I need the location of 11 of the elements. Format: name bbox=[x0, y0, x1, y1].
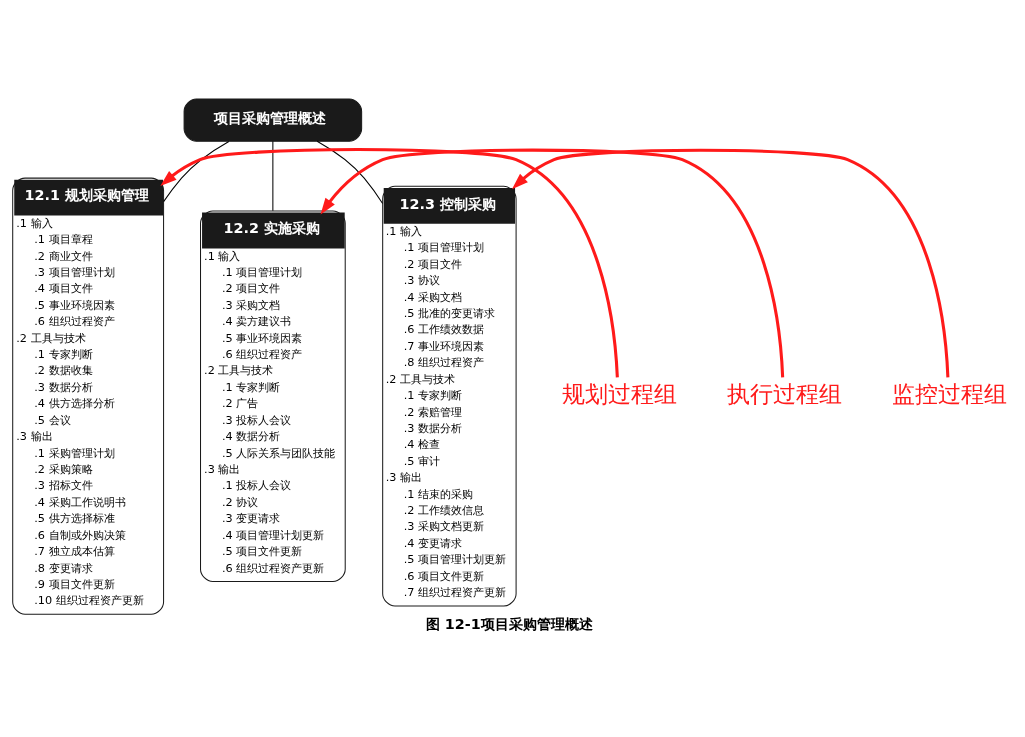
caption: 图 12-1项目采购管理概述 bbox=[425, 615, 593, 632]
connector bbox=[316, 140, 384, 204]
arrow bbox=[160, 148, 619, 378]
connector bbox=[272, 140, 274, 212]
node-box: 项目采购管理概述 bbox=[183, 98, 363, 142]
node-text: 监控过程组 bbox=[892, 380, 1008, 407]
node-text: 规划过程组 bbox=[561, 380, 677, 407]
arrow bbox=[320, 148, 785, 378]
connector bbox=[163, 140, 230, 203]
node-text: 执行过程组 bbox=[726, 380, 842, 407]
arrow bbox=[511, 148, 950, 378]
